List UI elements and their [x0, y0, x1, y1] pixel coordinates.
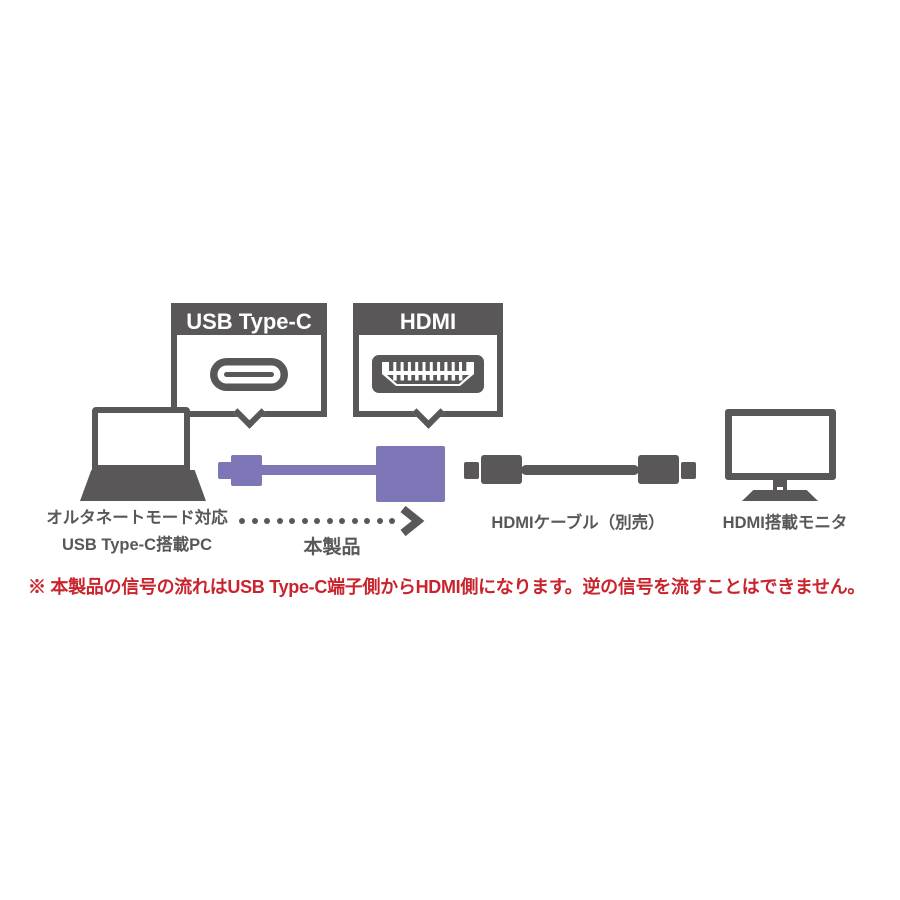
usb-type-c-callout-body: [177, 335, 321, 410]
hdmi-cable-label: HDMIケーブル（別売）: [491, 514, 665, 532]
monitor-stand-base: [742, 490, 818, 501]
usb-type-c-callout: USB Type-C: [171, 303, 327, 429]
laptop-base: [80, 470, 206, 501]
monitor-screen: [725, 409, 836, 480]
hdmi-callout-title: HDMI: [358, 308, 498, 335]
hdmi-callout: HDMI: [353, 303, 503, 429]
pc-label-line2: USB Type-C搭載PC: [61, 536, 213, 554]
usb-type-c-callout-title: USB Type-C: [176, 308, 322, 335]
dotted-arrow-icon: [239, 518, 395, 524]
usb-c-plug-tip: [218, 462, 232, 479]
product-cable: [260, 465, 378, 475]
arrow-head-icon: [400, 505, 425, 537]
hdmi-cable-right-plug: [638, 455, 679, 484]
pc-label: オルタネートモード対応 USB Type-C搭載PC: [38, 505, 236, 559]
hdmi-cable-left-plug: [481, 455, 522, 484]
hdmi-cable-left-tip: [464, 462, 479, 479]
usb-c-plug-body: [231, 455, 262, 486]
adapter-box-icon: [376, 446, 445, 502]
monitor-label: HDMI搭載モニタ: [722, 514, 848, 532]
laptop-screen: [92, 407, 190, 471]
hdmi-cable-wire: [521, 465, 639, 475]
product-label: 本製品: [303, 537, 361, 558]
pc-label-line1: オルタネートモード対応: [46, 509, 228, 527]
hdmi-port-icon: [372, 355, 484, 393]
usb-c-port-icon: [210, 358, 288, 391]
caution-note: ※ 本製品の信号の流れはUSB Type-C端子側からHDMI側になります。逆の…: [28, 577, 866, 597]
hdmi-callout-body: [359, 335, 497, 410]
hdmi-cable-right-tip: [681, 462, 696, 479]
